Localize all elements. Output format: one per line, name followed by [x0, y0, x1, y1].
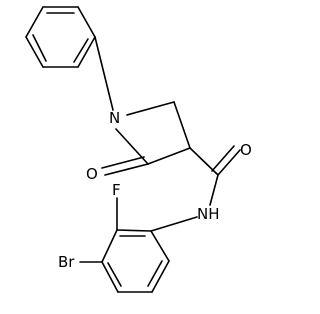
bond [101, 229, 118, 263]
bond [173, 101, 191, 149]
atom-label-amide-oxygen: O [240, 141, 252, 159]
bond [25, 6, 44, 38]
bond [189, 147, 219, 176]
ketone-double-bond [104, 163, 149, 176]
pyrrolidinone-ring [115, 101, 191, 165]
bond [151, 260, 170, 293]
amide-double-bond [211, 145, 235, 172]
chemical-structure-diagram: N O O NH F Br [25, 6, 252, 293]
bromofluorophenyl-ring [101, 229, 170, 293]
double-bond-inner [73, 38, 89, 63]
bond [77, 6, 96, 38]
bond [94, 36, 114, 111]
bond [150, 230, 170, 262]
double-bond-inner [147, 260, 163, 287]
bond [116, 229, 152, 232]
atom-label-ring-nitrogen: N [109, 109, 120, 127]
bond [209, 174, 219, 206]
phenyl-ring [25, 6, 96, 68]
bond [115, 128, 149, 165]
bond [77, 36, 96, 68]
atom-label-bromine: Br [58, 253, 75, 271]
bond [25, 36, 44, 68]
atom-label-amide-nitrogen: NH [197, 205, 220, 223]
ketone-double-bond [101, 156, 145, 169]
atom-label-ketone-oxygen: O [86, 165, 98, 183]
double-bond-inner [32, 34, 47, 62]
bond [126, 101, 175, 116]
double-bond-inner [107, 262, 122, 287]
atom-label-fluorine: F [112, 181, 121, 199]
bond [147, 147, 191, 165]
amide-double-bond [217, 149, 241, 176]
bond [101, 261, 119, 293]
bond [150, 216, 198, 232]
